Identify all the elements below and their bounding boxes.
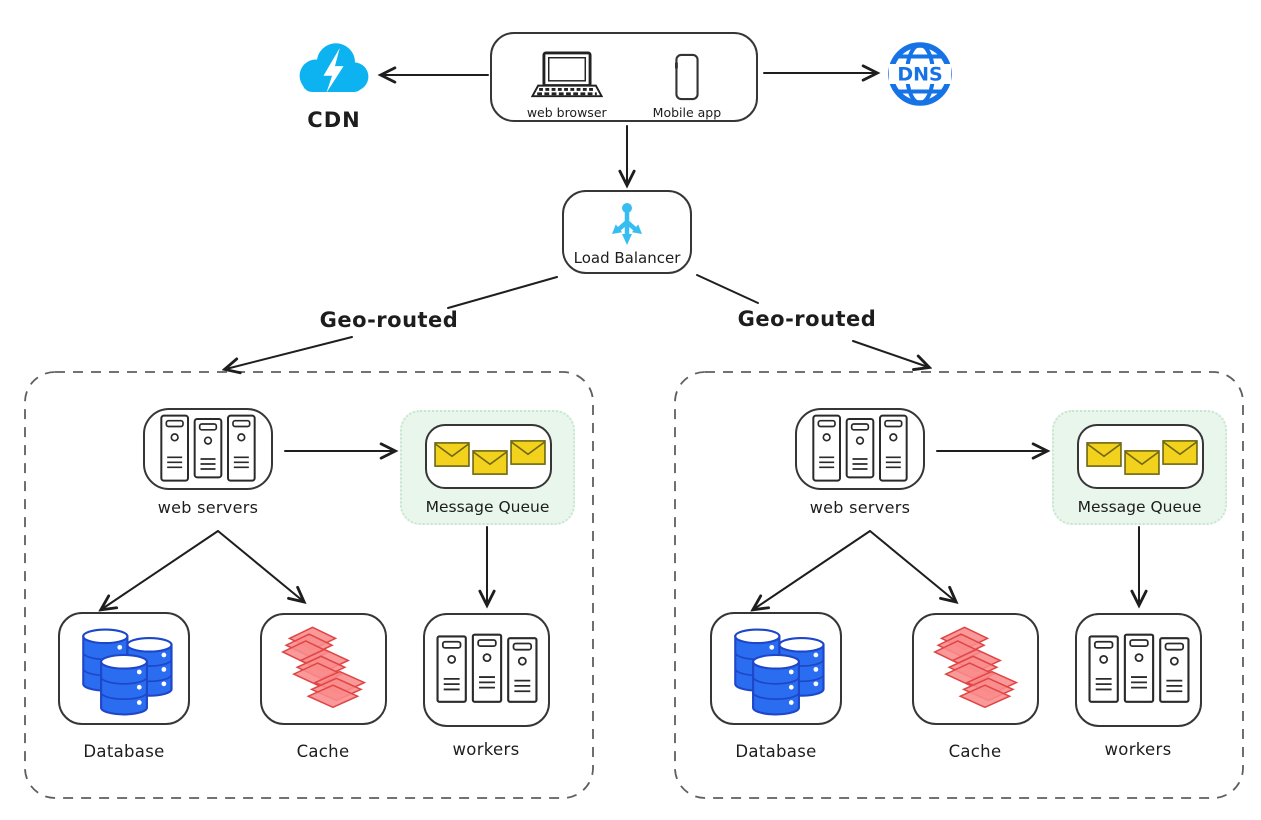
laptop-icon bbox=[530, 51, 603, 98]
arrow-lb-to-right-region-b bbox=[852, 340, 928, 367]
cache-label-right: Cache bbox=[948, 742, 1002, 761]
workers-label-left: workers bbox=[452, 740, 520, 759]
clients-box: web browser Mobile app bbox=[490, 32, 758, 122]
server-rack-icon bbox=[1087, 633, 1190, 703]
dns-node: DNS bbox=[886, 40, 954, 112]
server-rack-icon bbox=[160, 414, 256, 482]
cdn-label: CDN bbox=[307, 108, 361, 132]
database-label-right: Database bbox=[735, 742, 817, 761]
geo-routed-label-right: Geo-routed bbox=[737, 307, 877, 331]
arrow-lb-to-left-region-a bbox=[447, 276, 558, 309]
database-box-right bbox=[710, 612, 842, 725]
arrow-lb-to-left-region-b bbox=[226, 336, 353, 369]
cloud-lightning-icon bbox=[299, 43, 369, 93]
cache-box-right bbox=[912, 613, 1039, 725]
message-queue-box-right: Message Queue bbox=[1052, 410, 1227, 525]
web-servers-box-right bbox=[795, 408, 925, 490]
database-cylinders-icon bbox=[82, 627, 173, 715]
arrow-lb-to-right-region-a bbox=[696, 274, 759, 304]
cdn-node: CDN bbox=[288, 36, 380, 132]
message-queue-box-left: Message Queue bbox=[400, 410, 575, 525]
envelope-icon bbox=[434, 442, 470, 467]
load-balancer-label: Load Balancer bbox=[573, 249, 681, 267]
queue-envelopes-box bbox=[1077, 424, 1204, 489]
web-servers-label-left: web servers bbox=[157, 498, 259, 517]
geo-routed-label-left: Geo-routed bbox=[319, 308, 459, 332]
cache-label-left: Cache bbox=[296, 742, 350, 761]
envelope-icon bbox=[1124, 450, 1160, 475]
web-browser-client: web browser bbox=[527, 51, 607, 120]
layered-sheets-icon bbox=[280, 626, 366, 709]
load-balancer-split-arrows-icon bbox=[612, 203, 642, 245]
web-servers-label-right: web servers bbox=[809, 498, 911, 517]
database-label-left: Database bbox=[83, 742, 165, 761]
workers-box-left bbox=[423, 613, 550, 727]
envelope-icon bbox=[472, 450, 508, 475]
layered-sheets-icon bbox=[932, 626, 1018, 709]
workers-box-right bbox=[1075, 613, 1202, 727]
globe-dns-icon: DNS bbox=[888, 42, 952, 106]
envelope-icon bbox=[510, 440, 546, 465]
mobile-phone-icon bbox=[674, 53, 699, 101]
web-servers-box-left bbox=[143, 408, 273, 490]
workers-label-right: workers bbox=[1104, 740, 1172, 759]
dns-label: DNS bbox=[897, 64, 942, 86]
envelope-icon bbox=[1086, 442, 1122, 467]
message-queue-label-right: Message Queue bbox=[1077, 498, 1202, 516]
load-balancer-box: Load Balancer bbox=[562, 190, 692, 274]
queue-envelopes-box bbox=[425, 424, 552, 489]
server-rack-icon bbox=[812, 414, 908, 482]
envelope-icon bbox=[1162, 440, 1198, 465]
web-browser-label: web browser bbox=[526, 105, 607, 120]
mobile-app-label: Mobile app bbox=[652, 105, 722, 120]
database-cylinders-icon bbox=[734, 627, 825, 715]
server-rack-icon bbox=[435, 633, 538, 703]
database-box-left bbox=[58, 612, 190, 725]
message-queue-label-left: Message Queue bbox=[425, 498, 550, 516]
region-left: web servers Message Queue bbox=[25, 372, 593, 798]
mobile-app-client: Mobile app bbox=[652, 53, 722, 120]
region-right: web servers Message Queue bbox=[677, 372, 1245, 798]
cache-box-left bbox=[260, 613, 387, 725]
